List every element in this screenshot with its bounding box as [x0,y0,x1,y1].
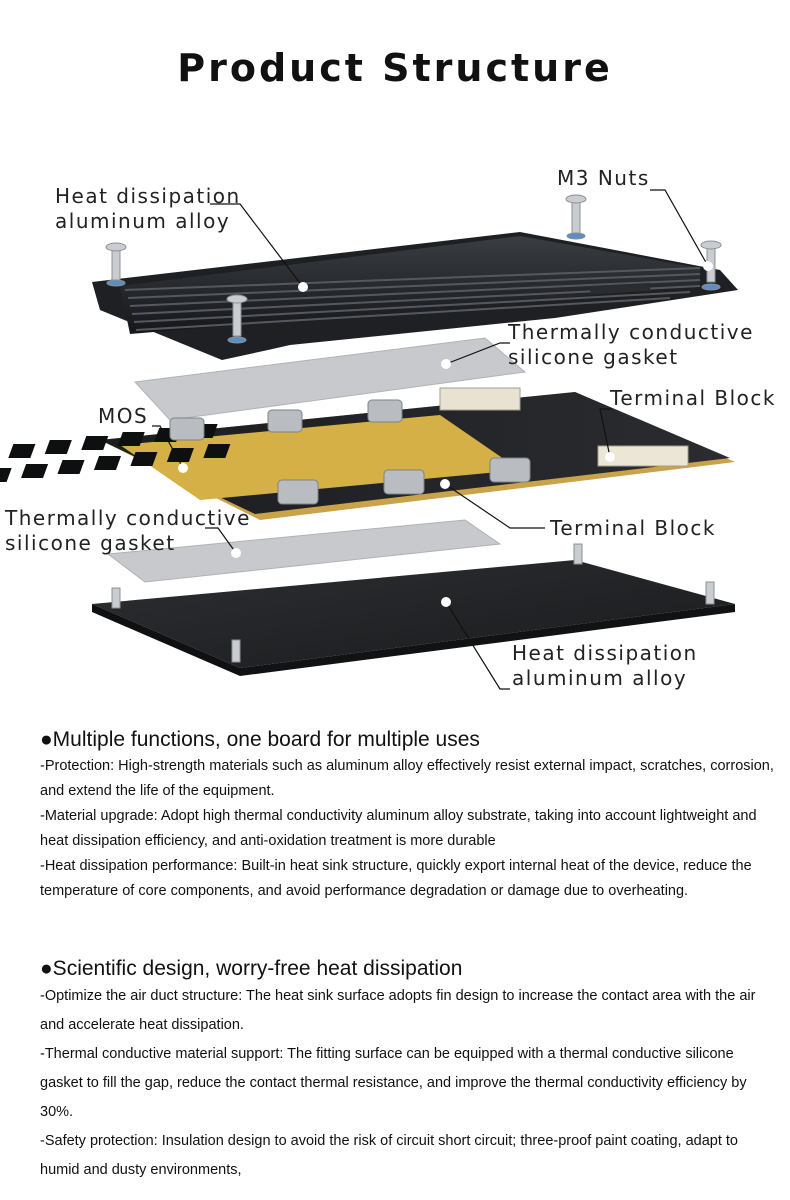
label-bottom-heatsink-line2: aluminum alloy [512,666,688,690]
top-heatsink [92,232,738,360]
top-silicone-gasket [133,337,527,421]
label-top-heatsink-line1: Heat dissipation [55,184,241,208]
body-line: -Protection: High-strength materials suc… [40,758,774,799]
label-top-gasket-line2: silicone gasket [508,345,679,369]
page-title: Product Structure [177,46,613,90]
label-bottom-heatsink-line1: Heat dissipation [512,641,698,665]
label-bottom-gasket: Thermally conductive silicone gasket [5,506,251,556]
label-top-heatsink-line2: aluminum alloy [55,209,231,233]
section-heading-multiple-functions: ●Multiple functions, one board for multi… [40,728,480,751]
pcb-board [0,387,735,520]
label-top-gasket-line1: Thermally conductive [508,320,754,344]
leader-lines [152,189,709,690]
label-top-gasket: Thermally conductive silicone gasket [508,320,754,370]
body-line: -Optimize the air duct structure: The he… [40,988,756,1033]
label-bottom-gasket-line1: Thermally conductive [5,506,251,530]
body-line: -Safety protection: Insulation design to… [40,1133,738,1178]
label-mos: MOS [98,404,149,428]
body-line: -Material upgrade: Adopt high thermal co… [40,808,757,849]
section-heading-scientific-design: ●Scientific design, worry-free heat diss… [40,957,463,980]
label-terminal-block-bottom: Terminal Block [550,516,716,540]
body-line: -Heat dissipation performance: Built-in … [40,858,752,899]
section-body-scientific-design: -Optimize the air duct structure: The he… [40,982,775,1185]
label-top-heatsink: Heat dissipation aluminum alloy [55,184,241,234]
label-terminal-block-top: Terminal Block [610,386,776,410]
exploded-structure-diagram [0,189,738,690]
bottom-silicone-gasket [106,519,502,583]
label-bottom-gasket-line2: silicone gasket [5,531,176,555]
section-body-multiple-functions: -Protection: High-strength materials suc… [40,754,775,904]
label-m3-nuts: M3 Nuts [557,166,650,190]
bottom-heatsink-plate [92,543,735,676]
label-bottom-heatsink: Heat dissipation aluminum alloy [512,641,698,691]
body-line: -Thermal conductive material support: Th… [40,1046,747,1120]
